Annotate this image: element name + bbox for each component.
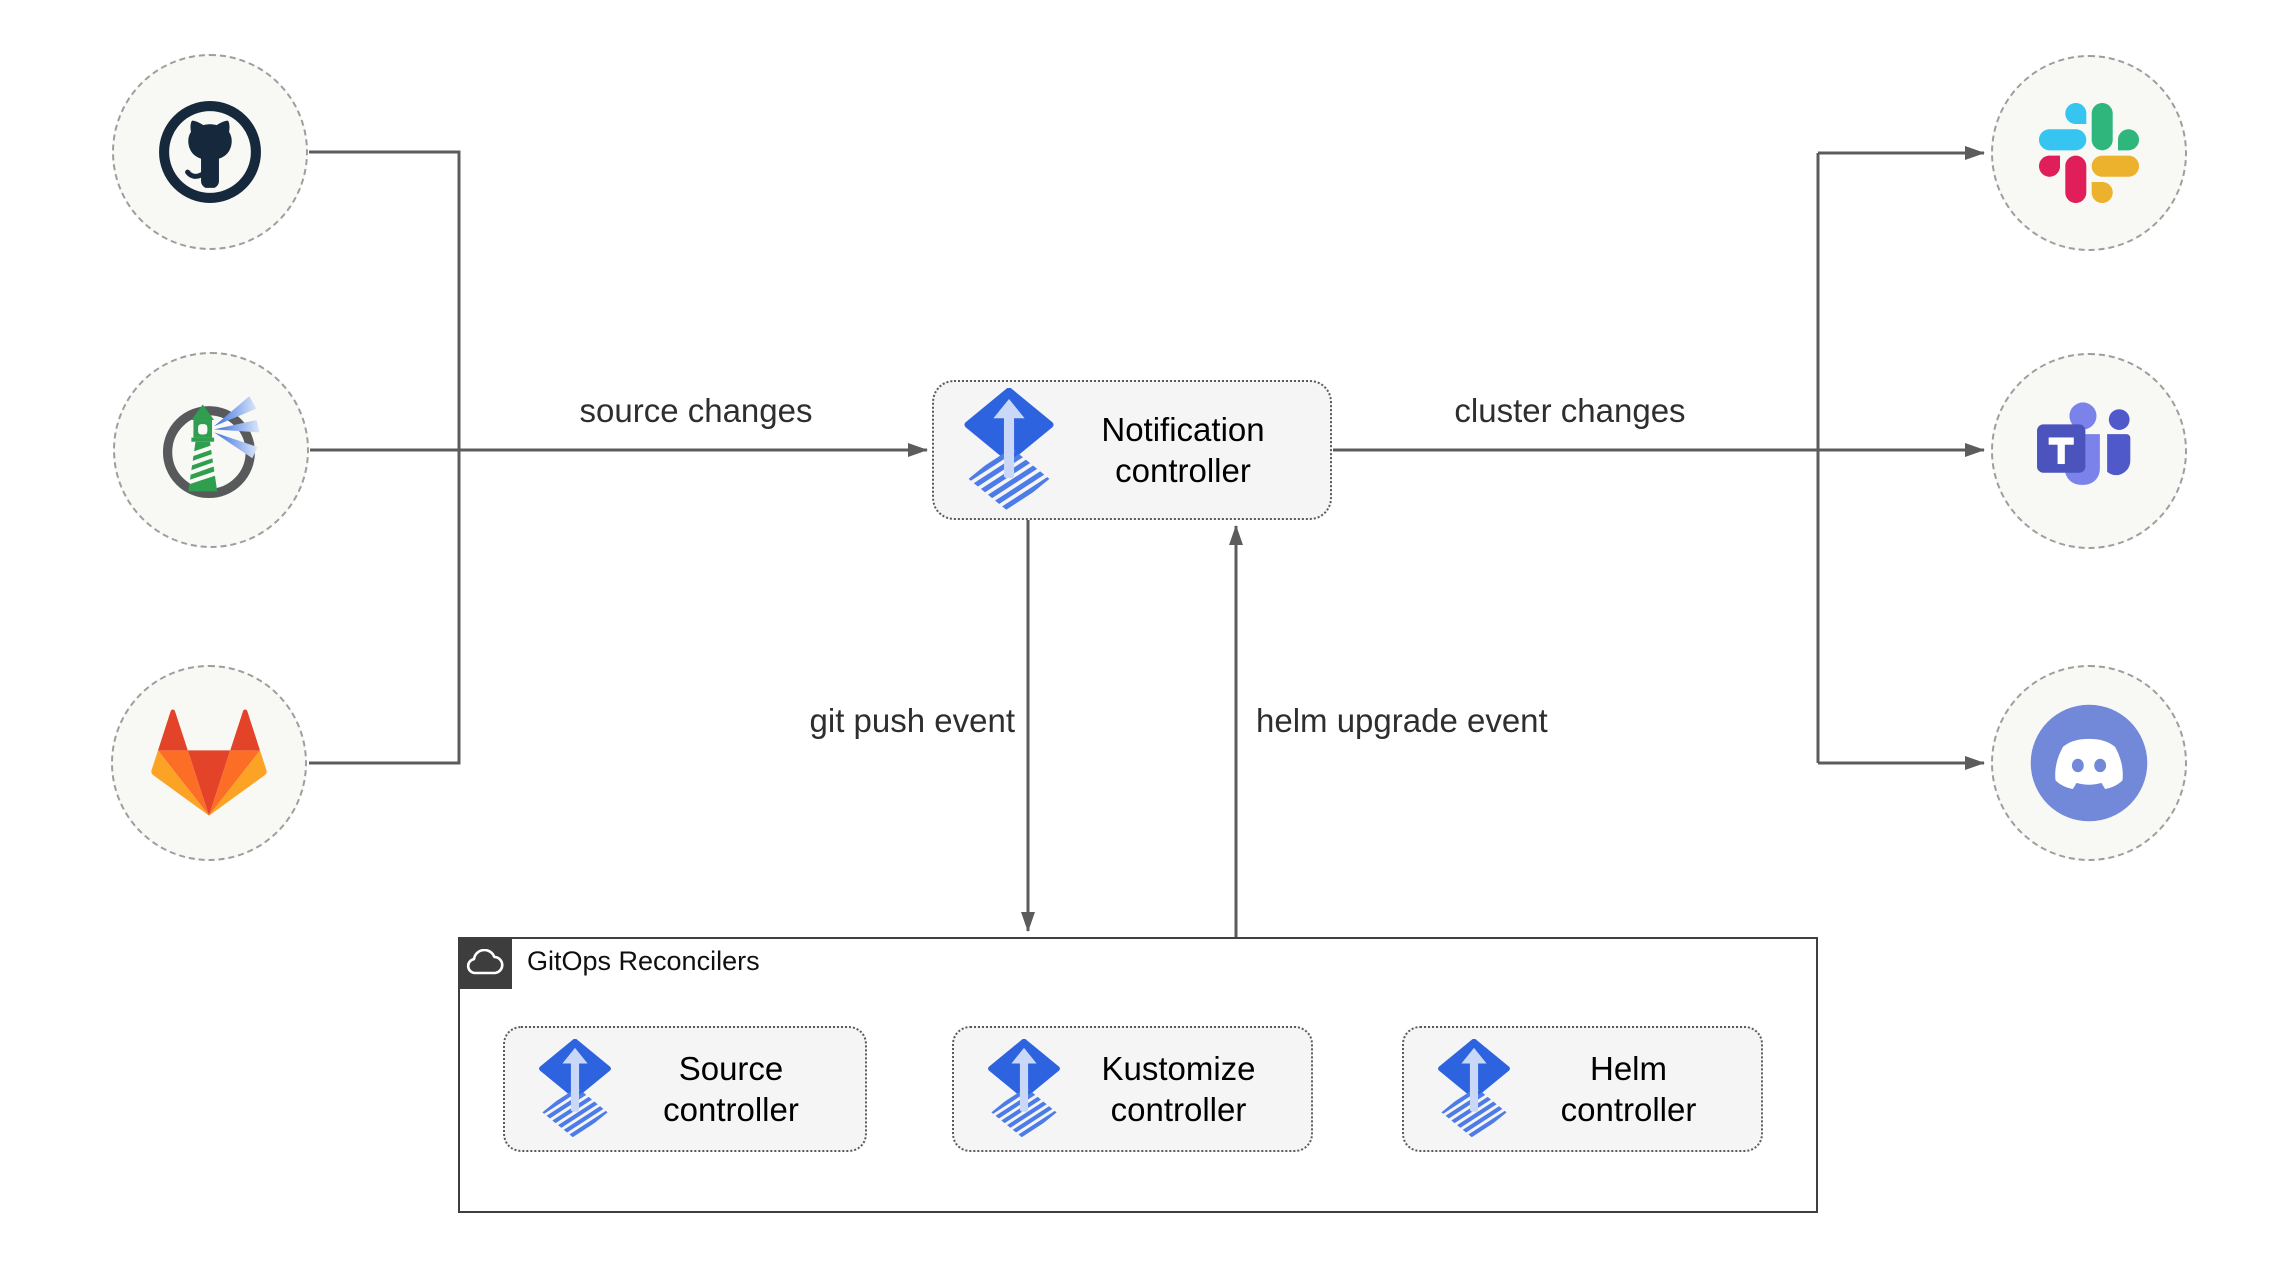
flux-icon bbox=[962, 388, 1056, 512]
edge-label-source-changes: source changes bbox=[579, 392, 813, 429]
node-discord bbox=[1991, 665, 2187, 861]
flux-icon bbox=[986, 1039, 1062, 1139]
flux-icon bbox=[537, 1039, 613, 1139]
teams-icon bbox=[2031, 393, 2147, 509]
node-notification-controller: Notification controller bbox=[932, 380, 1332, 520]
node-teams bbox=[1991, 353, 2187, 549]
node-slack bbox=[1991, 55, 2187, 251]
slack-icon bbox=[2039, 103, 2139, 203]
harbor-icon bbox=[149, 388, 273, 512]
node-harbor bbox=[113, 352, 309, 548]
kustomize-controller-label: Kustomize controller bbox=[1101, 1050, 1256, 1128]
source-controller-label: Source controller bbox=[663, 1050, 799, 1128]
node-github bbox=[112, 54, 308, 250]
edge-label-cluster-changes: cluster changes bbox=[1454, 392, 1686, 429]
cloud-icon bbox=[466, 949, 504, 977]
edge-sources-junction bbox=[309, 150, 461, 765]
edge-label-helm-upgrade-event: helm upgrade event bbox=[1256, 702, 1548, 739]
node-kustomize-controller: Kustomize controller bbox=[952, 1026, 1313, 1152]
edge-label-git-push-event: git push event bbox=[809, 702, 1015, 739]
gitops-reconcilers-title: GitOps Reconcilers bbox=[527, 946, 760, 976]
flux-icon bbox=[1436, 1039, 1512, 1139]
gitlab-icon bbox=[148, 705, 270, 821]
gitops-reconcilers-header bbox=[458, 937, 512, 989]
helm-controller-label: Helm controller bbox=[1560, 1050, 1697, 1128]
github-icon bbox=[154, 96, 266, 208]
notification-controller-label: Notification controller bbox=[1101, 411, 1265, 489]
node-gitlab bbox=[111, 665, 307, 861]
node-source-controller: Source controller bbox=[503, 1026, 867, 1152]
node-helm-controller: Helm controller bbox=[1402, 1026, 1763, 1152]
discord-icon bbox=[2027, 701, 2151, 825]
